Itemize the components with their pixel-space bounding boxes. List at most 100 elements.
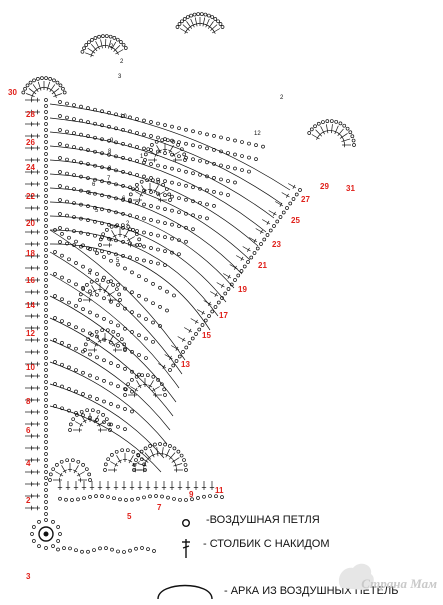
chain-stitch <box>138 334 141 337</box>
chain-stitch <box>159 286 162 289</box>
chain-stitch <box>169 369 172 372</box>
chain-stitch <box>88 473 91 476</box>
chain-arch <box>50 318 173 416</box>
chain-stitch <box>79 299 82 302</box>
chain-stitch <box>77 498 80 501</box>
chain-stitch <box>145 318 148 321</box>
double-crochet-stitch <box>80 423 82 427</box>
chain-stitch <box>45 333 48 336</box>
chain-stitch <box>157 136 160 139</box>
chain-stitch <box>248 142 251 145</box>
chain-stitch <box>111 548 114 551</box>
chain-stitch <box>45 255 48 258</box>
chain-stitch <box>110 321 113 324</box>
double-crochet-stitch <box>115 463 117 467</box>
double-crochet-stitch <box>153 190 157 192</box>
chain-stitch <box>143 147 146 150</box>
chain-stitch <box>279 216 282 219</box>
chain-stitch <box>199 201 202 204</box>
chain-stitch <box>54 339 57 342</box>
chain-count-label: 12 <box>254 131 261 137</box>
chain-stitch <box>45 225 48 228</box>
chain-stitch <box>96 272 99 275</box>
chain-stitch <box>178 355 181 358</box>
chain-stitch <box>349 131 352 134</box>
chain-stitch <box>96 377 99 380</box>
chain-stitch <box>330 120 333 123</box>
chain-stitch <box>184 463 187 466</box>
chain-stitch <box>89 290 92 293</box>
chain-stitch <box>161 495 164 498</box>
chain-stitch <box>190 14 193 17</box>
chain-stitch <box>66 459 69 462</box>
double-crochet-stitch <box>93 290 97 292</box>
chain-stitch <box>75 347 78 350</box>
chain-stitch <box>164 443 167 446</box>
double-crochet-stitch <box>123 235 127 237</box>
chain-stitch <box>59 199 62 202</box>
chain-stitch <box>177 450 180 453</box>
chain-stitch <box>150 121 153 124</box>
chain-stitch <box>211 16 214 19</box>
chain-stitch <box>101 329 104 332</box>
chain-stitch <box>110 382 113 385</box>
chain-stitch <box>141 374 144 377</box>
chain-stitch <box>87 205 90 208</box>
chain-stitch <box>178 22 181 25</box>
chain-stitch <box>150 261 153 264</box>
double-crochet-stitch <box>173 459 175 463</box>
row-number-label: 23 <box>272 240 281 249</box>
chain-stitch <box>45 453 48 456</box>
chain-stitch <box>45 507 48 510</box>
chain-stitch <box>45 171 48 174</box>
chain-stitch <box>152 375 155 378</box>
chain-stitch <box>199 145 202 148</box>
chain-stitch <box>159 443 162 446</box>
chain-stitch <box>61 87 64 90</box>
row-number-label: 22 <box>26 192 35 201</box>
chain-stitch <box>241 141 244 144</box>
chain-stitch <box>73 132 76 135</box>
legend-chain-stitch: -ВОЗДУШНАЯ ПЕТЛЯ <box>206 514 320 526</box>
chain-stitch <box>137 497 140 500</box>
chain-stitch <box>150 247 153 250</box>
watermark-text: Страна Мам <box>361 576 437 592</box>
double-crochet-stitch <box>329 130 333 131</box>
chain-stitch <box>57 540 60 543</box>
chain-stitch <box>164 222 167 225</box>
double-crochet-stitch <box>128 238 130 242</box>
double-crochet-stitch <box>33 91 36 94</box>
chain-stitch <box>185 170 188 173</box>
chain-stitch <box>89 395 92 398</box>
chain-stitch <box>99 244 102 247</box>
double-crochet-stitch <box>254 239 256 243</box>
chain-stitch <box>117 304 120 307</box>
chain-stitch <box>178 155 181 158</box>
chain-stitch-icon <box>181 515 191 533</box>
chain-stitch <box>57 548 60 551</box>
chain-stitch <box>185 198 188 201</box>
chain-stitch <box>45 99 48 102</box>
chain-stitch <box>24 87 27 90</box>
double-crochet-stitch <box>203 18 205 27</box>
chain-stitch <box>89 353 92 356</box>
chain-stitch <box>45 339 48 342</box>
chain-stitch <box>147 548 150 551</box>
chain-arch <box>50 296 176 402</box>
chain-stitch <box>83 47 86 50</box>
chain-stitch <box>56 81 59 84</box>
chain-stitch <box>168 193 171 196</box>
chain-stitch <box>292 198 295 201</box>
chain-stitch <box>171 209 174 212</box>
chain-stitch <box>104 469 107 472</box>
chain-stitch <box>112 283 115 286</box>
chain-stitch <box>214 306 217 309</box>
chain-stitch <box>103 297 106 300</box>
chain-stitch <box>152 282 155 285</box>
chain-stitch <box>157 220 160 223</box>
chain-stitch <box>248 170 251 173</box>
chain-stitch <box>69 423 72 426</box>
chain-stitch <box>45 243 48 246</box>
chain-stitch <box>68 258 71 261</box>
chain-count-label: 3 <box>118 74 122 80</box>
